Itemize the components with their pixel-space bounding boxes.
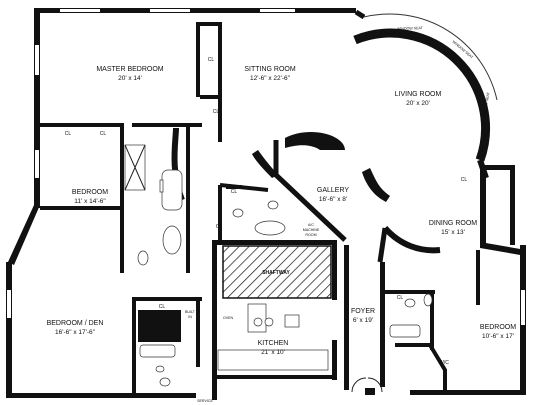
sitting-room-name: SITTING ROOM (244, 66, 296, 73)
foyer-dims: 6' x 19' (353, 317, 373, 324)
kitchen-dims: 21' x 10' (261, 349, 285, 356)
kitchen-name: KITCHEN (258, 340, 289, 347)
interior-walls (40, 22, 486, 400)
dining-room-dims: 15' x 13' (441, 229, 465, 236)
shaftway-label: SHAFTWAY (262, 270, 290, 276)
fixtures (124, 144, 433, 393)
master-bedroom-name: MASTER BEDROOM (96, 66, 163, 73)
shaftway-area (222, 245, 332, 299)
living-room-name: LIVING ROOM (395, 91, 442, 98)
closet-label: CL (208, 57, 215, 63)
sitting-room-dims: 12'-6" x 22'-6" (250, 75, 291, 82)
built-in-label-2: IN (188, 315, 192, 319)
service-label: SERVICE (197, 399, 213, 403)
bedroom-1-dims: 11' x 14'-6" (74, 198, 106, 205)
exterior-walls (6, 8, 526, 398)
bedroom-den-name: BEDROOM / DEN (47, 320, 104, 327)
bedroom-2-name: BEDROOM (480, 324, 516, 331)
window-seat-label: WINDOW SEAT (397, 26, 424, 31)
closet-label: CL (159, 304, 166, 310)
closet-label: CL (397, 295, 404, 301)
closet-label: CL (100, 131, 107, 137)
gallery-dims: 16'-6" x 8' (319, 196, 347, 203)
wc-label: W/C (439, 360, 449, 366)
ac-room-label-3: ROOM (305, 233, 316, 237)
closet-label: CL (231, 189, 238, 195)
gallery-name: GALLERY (317, 187, 349, 194)
ac-room-label-2: MACHINE (303, 228, 320, 232)
closet-label: CL (461, 177, 468, 183)
closet-label: CL (216, 224, 223, 230)
dining-room-name: DINING ROOM (429, 220, 477, 227)
closet-label: CL (65, 131, 72, 137)
living-room-dims: 20' x 20' (406, 100, 430, 107)
ac-room-label-1: A/C (308, 223, 314, 227)
window-seat-label-3: WINDOW SEAT (482, 91, 491, 118)
bedroom-1-name: BEDROOM (72, 189, 108, 196)
closet-label: CL (213, 109, 220, 115)
bedroom-2-dims: 10'-6" x 17' (482, 333, 514, 340)
built-in-label-1: BUILT (185, 310, 196, 314)
bedroom-den-dims: 16'-6" x 17'-6" (55, 329, 96, 336)
foyer-name: FOYER (351, 308, 375, 315)
master-bedroom-dims: 20' x 14' (118, 75, 142, 82)
oven-label: OVEN (223, 316, 234, 320)
